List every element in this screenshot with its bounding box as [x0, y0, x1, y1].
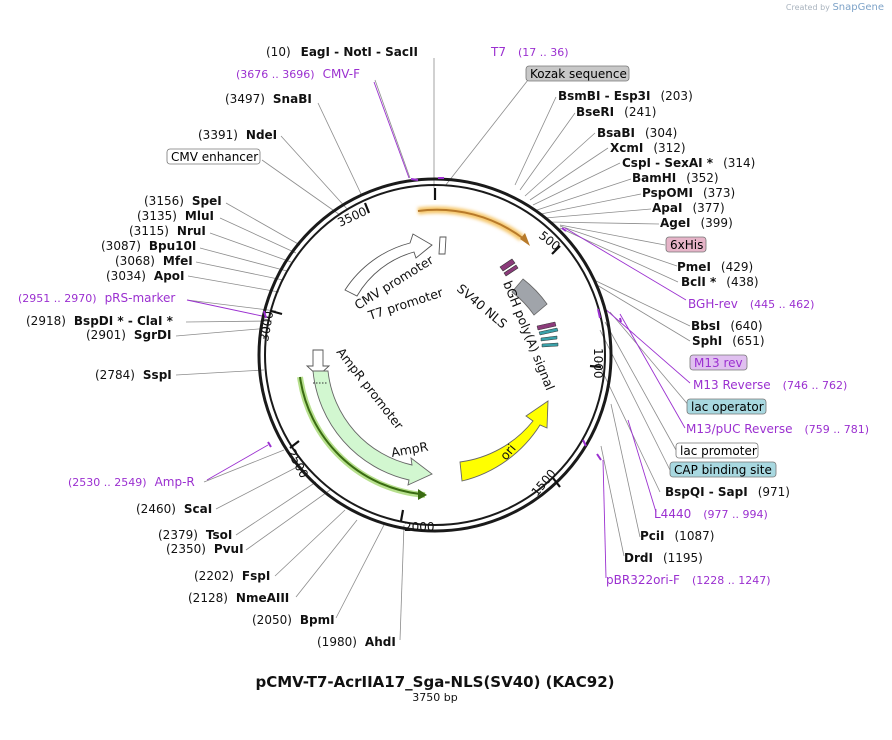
enzyme-bamhi: BamHI(352) — [632, 171, 719, 185]
enzyme-fspi: (2202)FspI — [194, 569, 270, 583]
enzyme-apai: ApaI(377) — [652, 201, 725, 215]
ampr-arc-line — [299, 376, 421, 495]
plasmid-name: pCMV-T7-AcrIIA17_Sga-NLS(SV40) (KAC92) — [255, 673, 615, 691]
box-kozak: Kozak sequence — [525, 65, 630, 82]
backbone-outer — [257, 177, 613, 533]
insert-arc — [417, 208, 525, 240]
tick-label-2000: 2000 — [404, 520, 435, 534]
box-6xhis: 6xHis — [665, 236, 707, 253]
enzyme-snabi: (3497)SnaBI — [225, 92, 312, 106]
primer-t7: T7(17 .. 36) — [490, 45, 569, 59]
primer-leaders — [186, 81, 691, 579]
primer-ticks — [263, 177, 622, 461]
primer-cmv-f: (3676 .. 3696)CMV-F — [236, 67, 360, 81]
snapgene-logo-text: SnapGene — [832, 2, 884, 13]
tick-marks — [270, 188, 602, 522]
enzyme-xcmi: XcmI(312) — [610, 141, 686, 155]
primer-prs-marker: (2951 .. 2970)pRS-marker — [18, 291, 175, 305]
enzyme-spei: (3156)SpeI — [144, 194, 222, 208]
enzyme-pvui: (2350)PvuI — [166, 542, 244, 556]
enzyme-bcli: BclI *(438) — [681, 275, 759, 289]
bgh-polya-feature — [511, 278, 548, 316]
enzyme-mfei: (3068)MfeI — [115, 254, 193, 268]
enzyme-eagi-noti-sacii: (10)EagI - NotI - SacII — [266, 45, 418, 59]
enzyme-agei: AgeI(399) — [660, 216, 733, 230]
svg-text:M13 rev: M13 rev — [694, 356, 743, 370]
enzyme-scai: (2460)ScaI — [136, 502, 212, 516]
box-cmv-enhancer: CMV enhancer — [166, 148, 261, 165]
enzyme-bspdi-clai: (2918)BspDI * - ClaI * — [26, 314, 174, 328]
ampr-feature-arrow — [312, 370, 433, 486]
cmv-promoter-arrow — [344, 233, 433, 297]
enzyme-pspomi: PspOMI(373) — [642, 186, 735, 200]
primer-amp-r: (2530 .. 2549)Amp-R — [68, 475, 195, 489]
svg-text:CMV enhancer: CMV enhancer — [171, 150, 258, 164]
enzyme-apoi: (3034)ApoI — [106, 269, 185, 283]
box-cap-binding-site: CAP binding site — [669, 461, 777, 478]
label-sv40-nls: SV40 NLS — [454, 281, 510, 331]
enzyme-bseri: BseRI(241) — [576, 105, 656, 119]
svg-text:lac operator: lac operator — [691, 400, 764, 414]
enzyme-sgrdi: (2901)SgrDI — [86, 328, 171, 342]
primer-m13-puc-reverse: M13/pUC Reverse(759 .. 781) — [686, 422, 869, 436]
enzyme-ndei: (3391)NdeI — [198, 128, 277, 142]
enzyme-bpu10i: (3087)Bpu10I — [101, 239, 196, 253]
box-lac-promoter: lac promoter — [675, 442, 759, 459]
insert-arrowhead — [520, 233, 530, 246]
enzyme-tsoi: (2379)TsoI — [158, 528, 232, 542]
enzyme-ahdi: (1980)AhdI — [317, 635, 396, 649]
primer-l4440: L4440(977 .. 994) — [654, 507, 768, 521]
enzyme-bbsi: BbsI(640) — [691, 319, 763, 333]
primer-labels: T7(17 .. 36) (3676 .. 3696)CMV-F (2951 .… — [18, 45, 869, 587]
svg-text:Kozak sequence: Kozak sequence — [530, 67, 627, 81]
primer-bgh-rev: BGH-rev(445 .. 462) — [688, 297, 814, 311]
ampr-arc-arrowhead — [418, 489, 427, 500]
primer-pbr322ori-f: pBR322ori-F(1228 .. 1247) — [606, 573, 771, 587]
enzyme-sspi: (2784)SspI — [95, 368, 172, 382]
box-m13-rev: M13 rev — [689, 354, 748, 371]
svg-text:6xHis: 6xHis — [670, 238, 703, 252]
enzyme-labels: (10)EagI - NotI - SacII (3497)SnaBI (339… — [26, 45, 790, 649]
svg-text:lac promoter: lac promoter — [680, 444, 757, 458]
enzyme-bpmi: (2050)BpmI — [252, 613, 335, 627]
tick-label-2500: 2500 — [284, 447, 311, 481]
boxed-labels: Kozak sequence CMV enhancer 6xHis M13 re… — [166, 65, 777, 478]
svg-text:CAP binding site: CAP binding site — [674, 463, 772, 477]
enzyme-nrui: (3115)NruI — [129, 224, 206, 238]
plasmid-length: 3750 bp — [412, 691, 458, 704]
enzyme-bspqi-sapi: BspQI - SapI(971) — [665, 485, 790, 499]
box-lac-operator: lac operator — [686, 398, 767, 415]
enzyme-pmei: PmeI(429) — [677, 260, 753, 274]
label-ampr: AmpR — [390, 439, 430, 460]
sv40-nls-marks — [499, 258, 519, 277]
enzyme-drdi: DrdI(1195) — [624, 551, 703, 565]
enzyme-nmeaiii: (2128)NmeAIII — [188, 591, 289, 605]
tick-label-3000: 3000 — [257, 310, 276, 343]
tick-label-500: 500 — [536, 228, 563, 253]
tick-label-1000: 1000 — [591, 348, 605, 379]
enzyme-pcii: PciI(1087) — [640, 529, 714, 543]
enzyme-mlui: (3135)MluI — [137, 209, 214, 223]
enzyme-bsmbi-esp3i: BsmBI - Esp3I(203) — [558, 89, 693, 103]
backbone-inner — [264, 184, 606, 526]
snapgene-credit: Created by SnapGene — [785, 2, 884, 13]
leader-lines — [175, 58, 691, 641]
t7-promoter-mark — [438, 236, 447, 255]
enzyme-cspi-sexai: CspI - SexAI *(314) — [622, 156, 755, 170]
enzyme-bsabi: BsaBI(304) — [597, 126, 677, 140]
enzyme-sphi: SphI(651) — [692, 334, 765, 348]
primer-m13-reverse: M13 Reverse(746 .. 762) — [693, 378, 847, 392]
ori-arrow — [459, 400, 549, 482]
lac-region-marks — [536, 321, 559, 348]
